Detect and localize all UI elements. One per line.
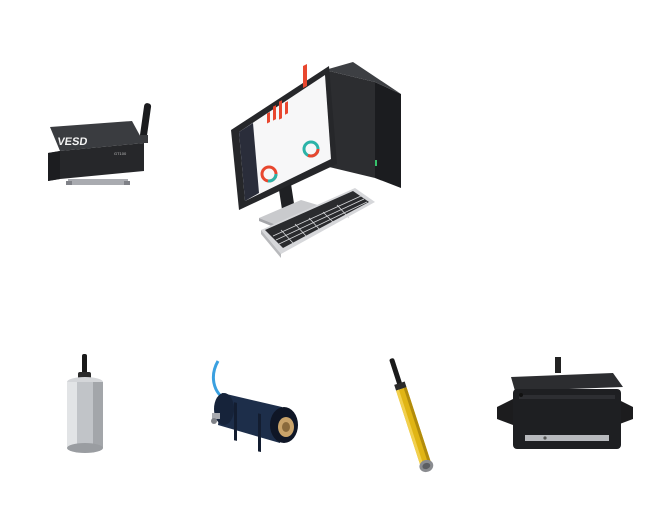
desktop-computer-image [225,60,405,275]
cable-sensor-image [200,355,315,455]
box-sensor-image [495,355,635,455]
cylindrical-sensor-image [55,352,115,457]
gateway-logo: VESD [57,136,89,148]
probe-sensor-image [375,355,450,480]
wireless-gateway-image: VESD GT100 [40,95,160,195]
gateway-model: GT100 [114,151,127,156]
